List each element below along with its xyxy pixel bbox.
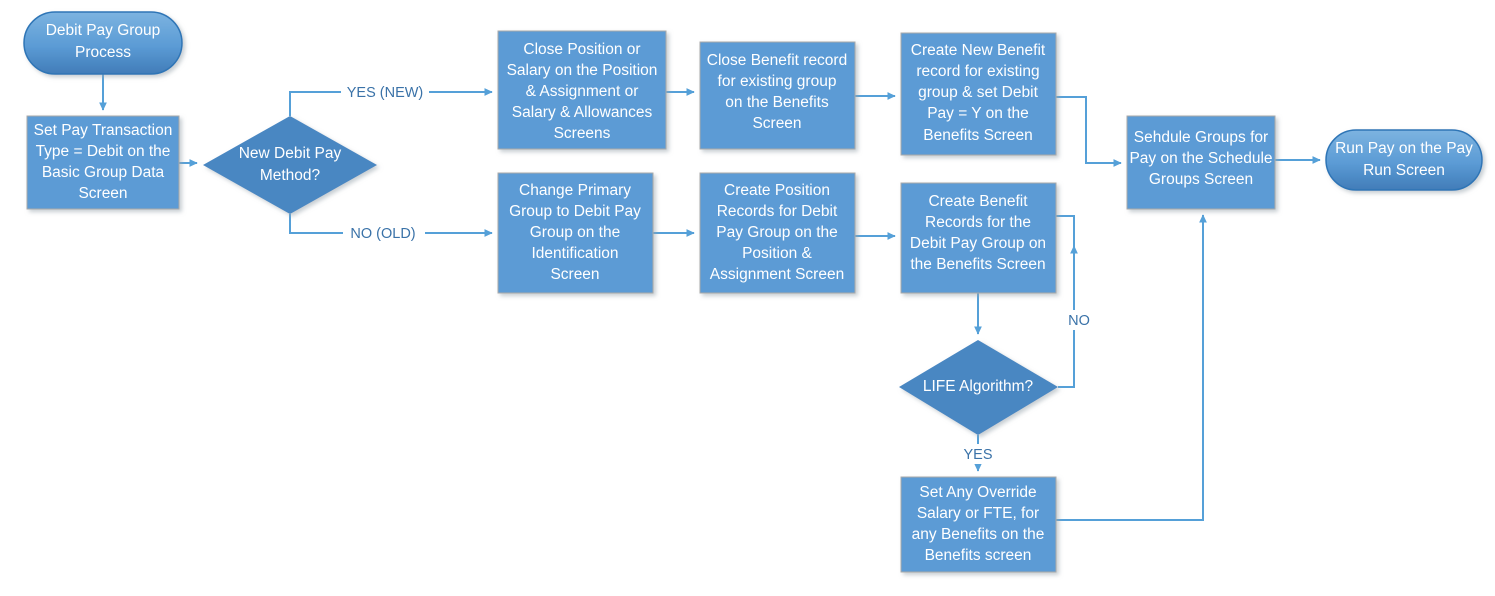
edge-create-benefit-merge-stub — [1056, 215, 1075, 246]
edge-label-life-no: NO — [1068, 313, 1090, 329]
edge-override-to-schedule — [1056, 214, 1207, 521]
close-benefit-shape — [699, 41, 856, 150]
edge-label-layer: YES (NEW) NO (OLD) NO YES — [341, 82, 1096, 464]
create-benefit-records-shape — [900, 182, 1057, 294]
node-set-any-override[interactable]: Set Any Override Salary or FTE, for any … — [900, 476, 1057, 573]
node-close-position-or-salary[interactable]: Close Position or Salary on the Position… — [497, 30, 667, 150]
node-set-pay-transaction-type[interactable]: Set Pay Transaction Type = Debit on the … — [26, 115, 180, 210]
life-yes-label-backing — [960, 444, 998, 464]
life-algorithm-shape — [899, 340, 1058, 435]
node-create-benefit-records[interactable]: Create Benefit Records for the Debit Pay… — [900, 182, 1057, 294]
node-create-new-benefit-record[interactable]: Create New Benefit record for existing g… — [900, 32, 1057, 156]
edge-create-new-benefit-to-schedule — [1056, 96, 1122, 167]
create-position-shape — [699, 172, 856, 294]
node-change-primary-group[interactable]: Change Primary Group to Debit Pay Group … — [497, 172, 654, 294]
node-run-pay[interactable]: Run Pay on the Pay Run Screen — [1325, 129, 1483, 191]
edge-label-no-old: NO (OLD) — [350, 226, 415, 242]
edge-life-no-to-schedule — [1058, 245, 1078, 388]
run-pay-shape — [1325, 129, 1483, 191]
schedule-groups-shape — [1126, 115, 1276, 210]
life-no-label-backing — [1062, 310, 1096, 330]
edge-label-yes-new: YES (NEW) — [347, 85, 424, 101]
node-life-algorithm[interactable]: LIFE Algorithm? — [899, 340, 1058, 435]
change-primary-shape — [497, 172, 654, 294]
create-new-benefit-shape — [900, 32, 1057, 156]
yes-new-label-backing — [341, 82, 429, 102]
set-any-override-shape — [900, 476, 1057, 573]
node-close-benefit-record[interactable]: Close Benefit record for existing group … — [699, 41, 856, 150]
new-debit-pay-method-shape — [203, 116, 377, 214]
close-position-shape — [497, 30, 667, 150]
start-shape — [23, 11, 183, 75]
node-start[interactable]: Debit Pay Group Process — [23, 11, 183, 75]
node-schedule-groups-for-pay[interactable]: Sehdule Groups for Pay on the Schedule G… — [1126, 115, 1276, 210]
node-layer: Debit Pay Group Process Set Pay Transact… — [23, 11, 1483, 573]
node-create-position-records[interactable]: Create Position Records for Debit Pay Gr… — [699, 172, 856, 294]
edge-label-life-yes: YES — [963, 447, 992, 463]
set-pay-shape — [26, 115, 180, 210]
node-new-debit-pay-method[interactable]: New Debit Pay Method? — [203, 116, 377, 214]
no-old-label-backing — [343, 223, 425, 243]
